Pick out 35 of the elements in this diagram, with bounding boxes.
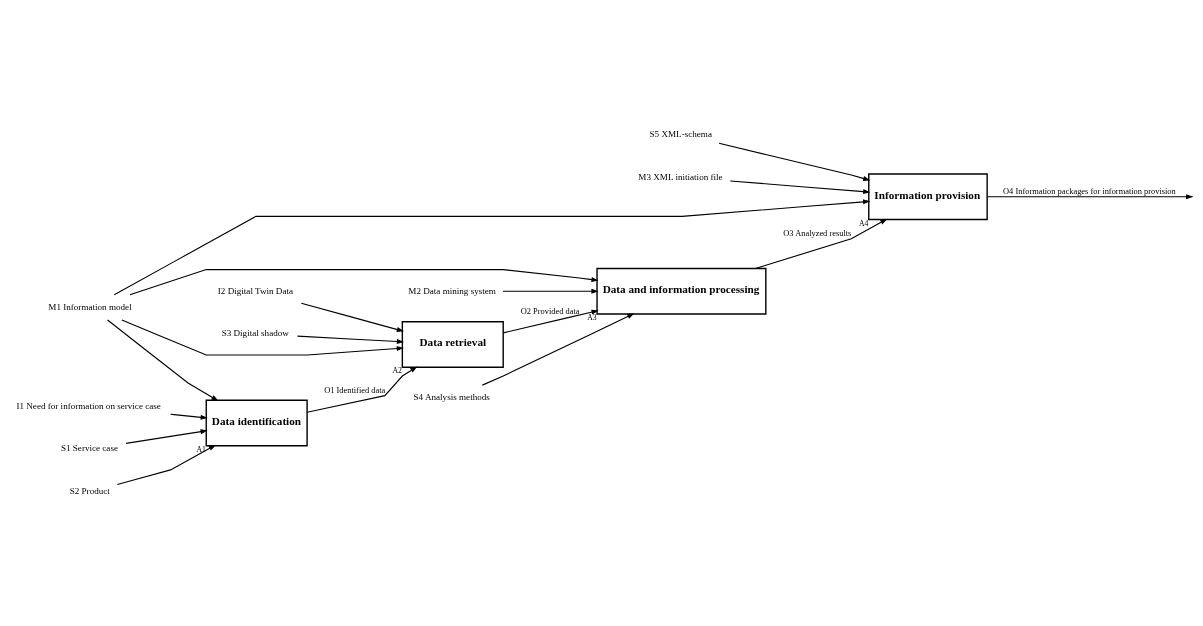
node-text: M1 Information model: [48, 301, 132, 312]
node-label: A3: [587, 313, 597, 323]
arrow: [729, 180, 871, 195]
arrow: [116, 444, 216, 486]
node-text: S2 Product: [69, 485, 110, 496]
node-box: Information provision: [868, 173, 988, 221]
node-label: A2: [392, 366, 402, 376]
arrow: [121, 319, 404, 356]
arrow: [170, 413, 208, 420]
arrow: [300, 302, 404, 332]
arrow: [502, 288, 599, 294]
arrow: [306, 366, 418, 413]
node-box: Data retrieval: [401, 321, 504, 368]
node-box: Data identification: [205, 399, 308, 447]
arrow: [113, 199, 871, 296]
node-text: S4 Analysis methods: [413, 392, 490, 403]
arrow: [986, 194, 1194, 200]
arrow: [107, 319, 219, 401]
arrow: [129, 269, 599, 296]
arrow: [296, 335, 405, 345]
arrow: [755, 218, 888, 270]
node-text: S3 Digital shadow: [221, 328, 289, 339]
node-label: A1: [196, 444, 206, 454]
node-text: I2 Digital Twin Data: [217, 285, 294, 296]
arrow: [718, 142, 871, 181]
node-text: S1 Service case: [60, 443, 118, 454]
node-label: A4: [858, 218, 869, 228]
node-text: S5 XML-schema: [649, 128, 712, 139]
node-text: M3 XML initiation file: [638, 171, 723, 182]
node-text: M2 Data mining system: [408, 285, 496, 296]
node-text: I1 Need for information on service case: [16, 400, 161, 411]
arrow: [481, 313, 635, 386]
arrow: [502, 309, 599, 334]
node-box: Data and information processing: [596, 267, 767, 315]
arrow: [125, 429, 208, 444]
